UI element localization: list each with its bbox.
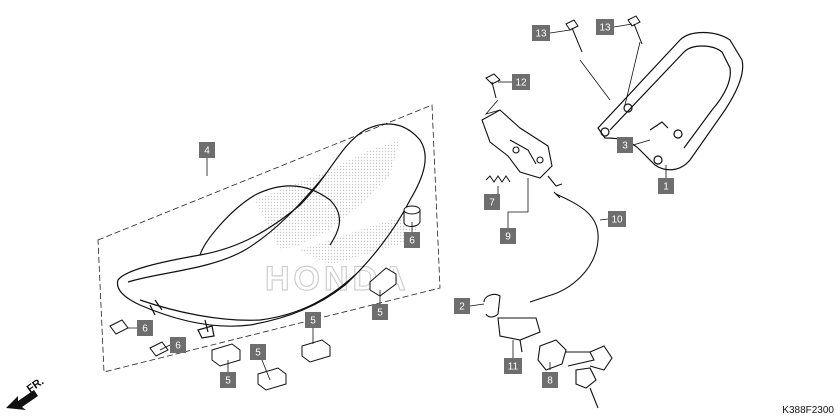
svg-text:6: 6 [142,324,148,335]
svg-text:10: 10 [611,215,623,226]
svg-text:5: 5 [225,376,231,387]
leader-lines [128,23,667,381]
callout-6-rubber-left-lower: 6 [170,337,186,353]
svg-text:6: 6 [409,236,415,247]
rubber-cushions [109,205,421,357]
svg-text:5: 5 [255,348,261,359]
seat-drawing [116,123,426,339]
front-direction-indicator: FR. [6,375,46,410]
seat-clips [211,267,397,391]
svg-text:13: 13 [535,29,547,40]
bolt-12 [485,73,501,99]
callout-10: 10 [608,211,626,227]
callout-13-right: 13 [596,19,614,35]
drawing-code: K388F2300 [782,405,834,416]
seat-lock-drawing [481,109,563,187]
bolts-13 [565,15,643,53]
callout-6-rubber-left-upper: 6 [137,320,153,336]
svg-text:11: 11 [508,362,519,373]
svg-text:13: 13 [599,23,611,34]
callout-5-clip-center-right: 5 [305,312,321,328]
front-direction-label: FR. [25,375,46,395]
svg-text:2: 2 [459,302,465,313]
svg-text:8: 8 [547,376,553,387]
callout-3: 3 [617,137,633,153]
svg-text:9: 9 [505,232,511,243]
svg-text:5: 5 [310,316,316,327]
seat-group-outline [97,104,441,373]
svg-text:7: 7 [489,198,495,209]
cable-10 [529,191,599,303]
callout-5-clip-bottom-left: 5 [220,372,236,388]
callout-5-clip-center: 5 [250,344,266,360]
callout-2: 2 [454,298,470,314]
callout-9: 9 [500,228,516,244]
spring-7 [485,175,511,183]
callout-13-left: 13 [532,25,550,41]
callout-7: 7 [484,194,500,210]
bracket-2-stay-11 [483,293,541,353]
svg-text:5: 5 [377,308,383,319]
svg-text:12: 12 [515,78,527,89]
key-cylinder-8 [537,339,613,409]
svg-text:6: 6 [175,341,181,352]
callout-1: 1 [658,178,674,194]
front-arrow-icon [6,390,38,410]
callout-6-rubber-right: 6 [404,232,420,248]
callout-5-clip-right: 5 [372,304,388,320]
svg-text:3: 3 [622,141,628,152]
callout-12: 12 [512,74,530,90]
callouts: 4 6 6 6 5 5 5 5 13 13 12 3 1 7 9 10 2 11… [137,19,674,388]
svg-text:4: 4 [204,146,210,157]
callout-11: 11 [504,358,522,374]
callout-4: 4 [199,142,215,158]
svg-text:1: 1 [663,182,669,193]
callout-8: 8 [542,372,558,388]
